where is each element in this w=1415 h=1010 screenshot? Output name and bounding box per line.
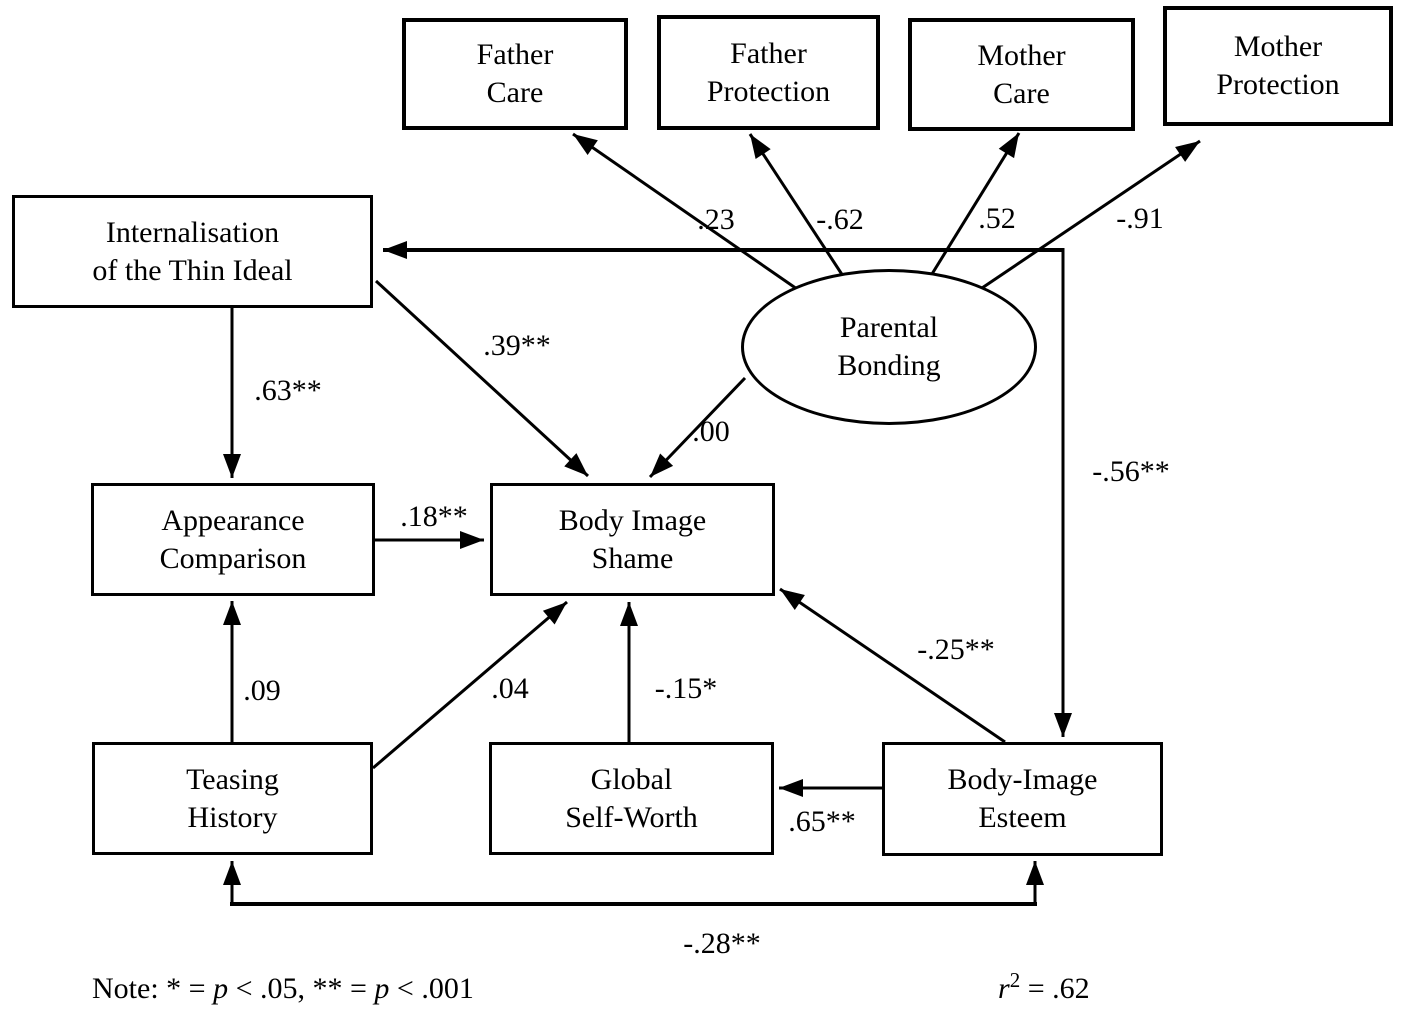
box-internalisation-line1: Internalisation [105,215,280,249]
coef-pb-mother-protection: -.91 [1116,202,1164,235]
path-teasing-history-to-body-image-shame [372,600,568,770]
coef-pb-mother-care: .52 [978,202,1016,235]
box-father-care-line1: Father [476,38,554,71]
path-internalisation-to-body-image-shame [374,279,590,478]
box-global-self-worth-line1: Global [590,762,673,796]
box-body-image-esteem-line2: Esteem [978,801,1067,834]
coef-pb-father-care: .23 [697,203,735,236]
note-prefix: Note: * = [92,972,214,1005]
box-mother-protection-line1: Mother [1233,30,1323,63]
box-mother-care: Mother Care [908,18,1135,131]
coef-teasing-shame: .04 [491,672,529,705]
note-mid: < .05, ** = [228,972,375,1005]
coef-esteem-selfworth: .65** [788,805,856,838]
coef-esteem-shame: -.25** [917,633,995,666]
r-squared-sup: 2 [1009,968,1021,992]
box-body-image-shame: Body Image Shame [490,483,775,596]
coef-pb-father-protection: -.62 [816,203,864,236]
box-mother-protection-line2: Protection [1216,68,1340,101]
box-body-image-esteem: Body-Image Esteem [882,742,1163,856]
box-mother-care-line2: Care [993,76,1050,110]
box-internalisation-line2: of the Thin Ideal [92,253,293,287]
note-text: Note: * = p < .05, ** = p < .001 [92,972,474,1006]
coef-pb-shame: .00 [692,415,730,448]
box-body-image-esteem-line1: Body-Image [947,763,1098,796]
box-appearance-comparison: Appearance Comparison [91,483,375,596]
box-mother-protection: Mother Protection [1163,6,1393,126]
r-squared-value: = .62 [1020,972,1090,1005]
note-p-symbol-1: p [213,972,229,1005]
r-squared-var: r [998,972,1010,1005]
box-father-care: Father Care [402,18,628,130]
coef-pb-esteem: -.56** [1092,455,1170,488]
box-father-protection-line2: Protection [706,74,831,108]
path-parental-bonding-to-mother-protection [981,139,1201,290]
path-parental-bonding-to-body-image-shame [648,376,747,479]
box-father-protection-line1: Father [730,36,807,70]
box-father-care-line2: Care [486,76,544,109]
box-internalisation: Internalisation of the Thin Ideal [12,195,373,308]
box-body-image-shame-line1: Body Image [558,503,707,537]
ellipse-parental-bonding-line1: Parental [839,311,939,344]
box-global-self-worth-line2: Self-Worth [565,800,698,834]
coef-internalisation-shame: .39** [483,329,551,362]
coef-appearance-shame: .18** [400,500,468,533]
coef-teasing-appearance: .09 [243,674,281,707]
note-suffix: < .001 [389,972,474,1005]
ellipse-parental-bonding: Parental Bonding [741,269,1037,425]
path-body-image-esteem-to-body-image-shame [779,587,1006,744]
coef-teasing-esteem-covariance: -.28** [683,927,761,960]
coef-selfworth-shame: -.15* [654,672,718,705]
coef-internalisation-appearance: .63** [254,374,322,407]
box-mother-care-line1: Mother [977,38,1066,72]
path-parental-bonding-to-father-protection [748,133,845,277]
path-parental-bonding-to-father-care [572,132,798,291]
box-body-image-shame-line2: Shame [591,541,674,575]
ellipse-parental-bonding-line2: Bonding [837,349,941,382]
note-p-symbol-2: p [374,972,390,1005]
box-appearance-comparison-line1: Appearance [161,503,305,537]
box-appearance-comparison-line2: Comparison [159,541,307,575]
box-father-protection: Father Protection [657,15,880,130]
box-global-self-worth: Global Self-Worth [489,742,774,855]
r-squared-text: r2 = .62 [998,970,1090,1006]
box-teasing-history-line2: History [187,800,278,834]
box-teasing-history-line1: Teasing [186,762,279,796]
box-teasing-history: Teasing History [92,742,373,855]
